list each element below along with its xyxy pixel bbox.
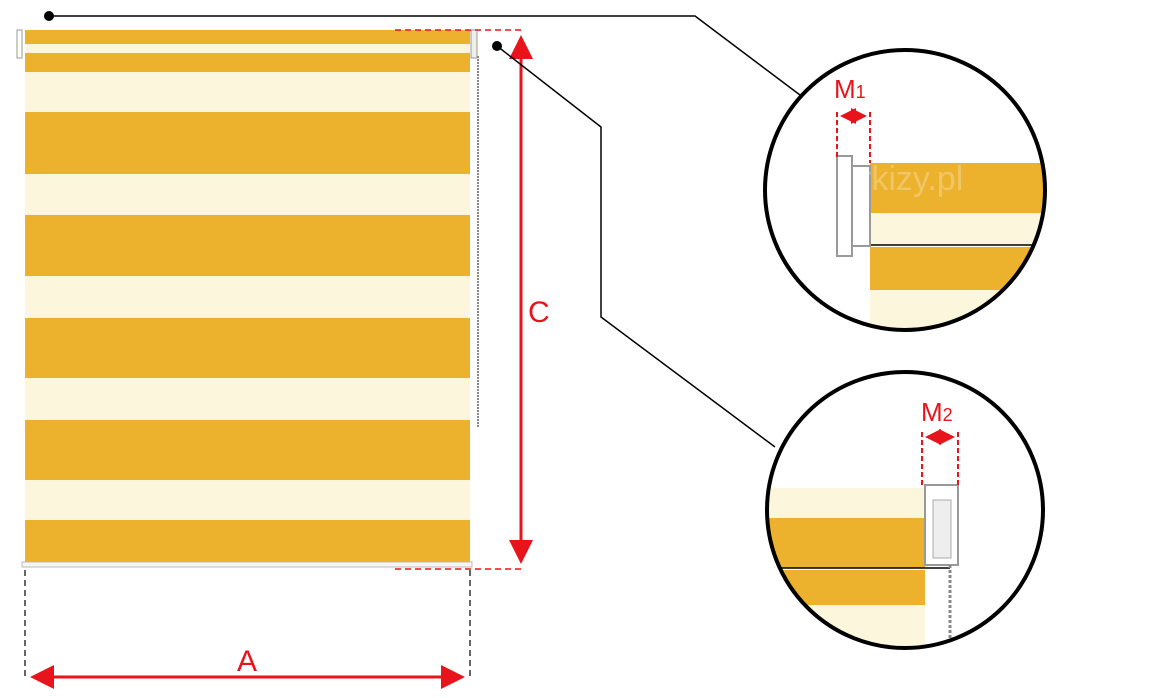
m2-subscript: 2 — [943, 405, 953, 425]
sheer-stripe — [25, 72, 470, 112]
opaque-stripe — [25, 53, 470, 72]
m1-subscript: 1 — [856, 82, 866, 102]
width-label-a: A — [237, 645, 257, 678]
left-bracket — [16, 29, 23, 59]
svg-text:M2: M2 — [921, 397, 953, 427]
opaque-stripe — [25, 30, 470, 44]
sheer-stripe — [25, 378, 470, 420]
detail-m2: M2 — [765, 370, 1045, 650]
day-night-blind — [25, 30, 470, 563]
opaque-stripe — [25, 420, 470, 480]
sheer-stripe — [25, 44, 470, 53]
detail-m1: rkizy.pl M1 — [763, 48, 1047, 332]
m1-label: M — [834, 74, 856, 104]
leader-line-m1 — [44, 11, 801, 96]
right-bracket — [470, 29, 478, 59]
opaque-stripe — [25, 318, 470, 378]
sheer-stripe — [25, 276, 470, 318]
leader-line-m2 — [492, 41, 776, 448]
opaque-stripe — [25, 215, 470, 276]
bottom-bar — [21, 561, 473, 568]
height-dimension: C — [395, 29, 550, 570]
m2-label: M — [921, 397, 943, 427]
sheer-stripe — [25, 174, 470, 215]
width-dimension: A — [24, 570, 471, 689]
svg-text:M1: M1 — [834, 74, 866, 104]
sheer-stripe — [25, 480, 470, 520]
height-label-c: C — [528, 296, 550, 329]
opaque-stripe — [25, 112, 470, 174]
watermark: rkizy.pl — [860, 160, 963, 198]
opaque-stripe — [25, 520, 470, 563]
